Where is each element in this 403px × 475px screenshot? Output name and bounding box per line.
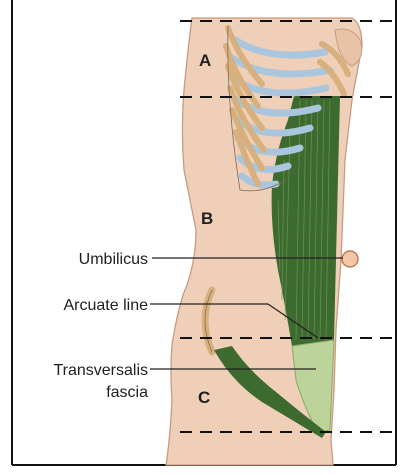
umbilicus-mark xyxy=(342,251,358,267)
label-transversalis: Transversalis xyxy=(53,362,148,379)
label-umbilicus: Umbilicus xyxy=(79,251,148,268)
region-label-c: C xyxy=(198,388,210,407)
region-label-b: B xyxy=(201,209,213,228)
region-label-a: A xyxy=(199,51,211,70)
label-arcuate-line: Arcuate line xyxy=(64,297,149,314)
label-fascia: fascia xyxy=(106,384,148,401)
